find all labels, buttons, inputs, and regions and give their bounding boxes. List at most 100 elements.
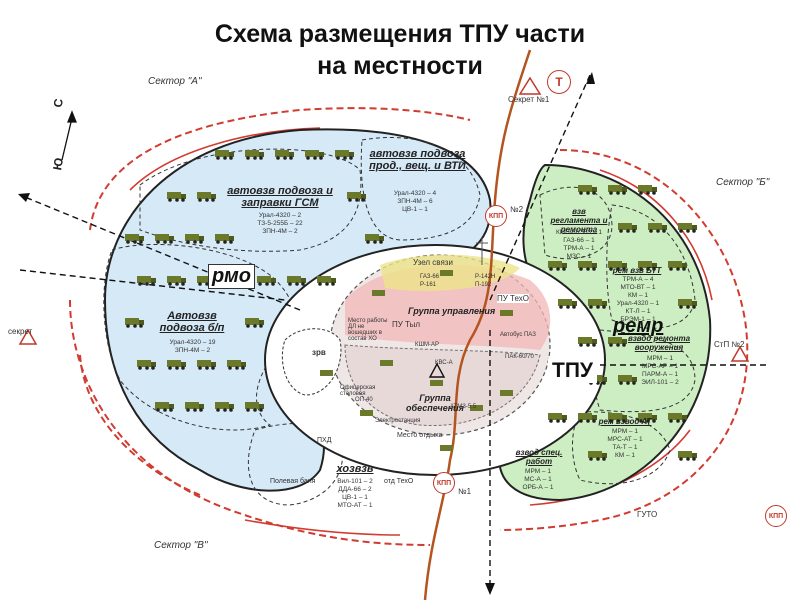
zrv-zone — [281, 328, 342, 396]
remr-label: ремр — [613, 315, 664, 337]
gsm-title: автовзв подвоза и заправки ГСМ — [227, 185, 333, 209]
kpp-badge-south: КПП — [433, 472, 455, 494]
pu-tyl-label: ПУ Тыл — [392, 320, 421, 329]
truck-icon — [245, 318, 264, 328]
compass-arrow-icon — [61, 110, 77, 161]
btt-list-item: КТ-Л – 1 — [625, 308, 651, 315]
truck-icon — [185, 402, 204, 412]
arrowhead-ne-icon — [586, 72, 595, 84]
btt-list-item: Урал-4320 – 1 — [616, 300, 660, 307]
spec-list-item: МС-А – 1 — [524, 476, 552, 483]
sector-b-label: Сектор "Б" — [716, 177, 770, 188]
truck-icon — [167, 192, 186, 202]
center-vehicle-label: КШМ-АР — [415, 342, 439, 348]
oficerskaya-label: Офицерская столовая — [340, 385, 376, 397]
truck-icon — [668, 413, 687, 423]
btt-list-item: КМ – 1 — [627, 292, 649, 299]
truck-icon — [215, 402, 234, 412]
kpp2-number: №2 — [510, 205, 524, 214]
btt-title: рем взв БТТ — [612, 266, 662, 275]
gsm-list-item: ЗПН-4М – 2 — [262, 228, 298, 235]
obespechenie-label: Группа обеспечения — [406, 393, 464, 413]
bp-list-item: ЗПН-4М – 2 — [174, 347, 211, 354]
center-vehicle-label: ПАК-60/70 — [505, 354, 534, 360]
khoz-title: хозвзв — [336, 463, 374, 475]
truck-icon — [500, 310, 513, 316]
svyaz-label: Узел связи — [413, 258, 453, 267]
truck-icon — [215, 234, 234, 244]
outer-perimeter — [69, 107, 749, 546]
truck-icon — [578, 185, 597, 195]
truck-icon — [588, 451, 607, 461]
arrowhead-s-icon — [485, 583, 495, 595]
rmo-label: рмо — [208, 264, 255, 289]
center-vehicle-label: ОП-40 — [355, 397, 373, 403]
khoz-zone-border — [247, 422, 344, 506]
center-vehicle-label: Электростанция — [375, 418, 421, 424]
truck-icon — [548, 413, 567, 423]
truck-icon — [257, 276, 276, 286]
btt-zone-border — [606, 204, 696, 329]
btt-list-item: ТРМ-А – 4 — [622, 276, 654, 283]
triangle-sign-icon — [18, 76, 750, 362]
truck-icon — [430, 380, 443, 386]
truck-icon — [678, 299, 697, 309]
truck-icon — [440, 445, 453, 451]
triangle-sign-center-icon — [428, 362, 446, 378]
at-list-item: КМ – 1 — [614, 452, 636, 459]
truck-icon — [678, 451, 697, 461]
btt-list-item: БРЭМ-1 – 1 — [620, 316, 656, 323]
khoz-list-item: МТО-АТ – 1 — [337, 502, 373, 509]
pkhd-label: ПХД — [317, 437, 332, 444]
t-sign-icon: Т — [547, 70, 571, 94]
truck-icon — [578, 261, 597, 271]
khoz-list-item: ДДА-66 – 2 — [338, 486, 372, 493]
stp2-label: СтП №2 — [714, 340, 745, 349]
truck-icon — [167, 360, 186, 370]
truck-icon — [137, 276, 156, 286]
truck-icon — [668, 261, 687, 271]
truck-icon — [197, 360, 216, 370]
ptkh-label: отд ТехО — [384, 478, 414, 485]
truck-icon — [648, 223, 667, 233]
at-list-item: МРМ – 1 — [612, 428, 638, 435]
center-vehicle-label: АТМЗ-5,5 — [450, 404, 477, 410]
reglament-list-item: ГАЗ-66 – 1 — [563, 237, 595, 244]
center-vehicle-label: КВС-А — [435, 360, 453, 366]
truck-icon — [275, 150, 294, 160]
truck-icon — [678, 223, 697, 233]
truck-icon — [335, 150, 354, 160]
truck-icon — [558, 299, 577, 309]
truck-icon — [167, 276, 186, 286]
truck-icon — [618, 375, 637, 385]
truck-icon — [638, 413, 657, 423]
mesto-otdykha-label: Место отдыха — [397, 432, 443, 439]
reglament-list-item: МЗС – 1 — [566, 253, 592, 260]
page-title-line2: на местности — [317, 52, 483, 80]
sector-v-label: Сектор "В" — [154, 540, 208, 551]
vti-list-item: ЦВ-1 – 1 — [402, 206, 428, 213]
truck-icon — [317, 276, 336, 286]
reglament-list-item: КМП-86Э63 – 1 — [555, 229, 602, 236]
at-zone-border — [572, 411, 671, 485]
truck-icon — [215, 150, 234, 160]
center-vehicle-label: Р-142Н — [475, 274, 496, 280]
sector-a-label: Сектор "А" — [148, 76, 202, 87]
center-vehicle-label: Автобус ПАЗ — [500, 332, 536, 338]
truck-icon — [185, 234, 204, 244]
truck-icon — [380, 360, 393, 366]
truck-icon — [125, 318, 144, 328]
reglament-title: взв регламента и ремонта — [550, 207, 608, 234]
bp-zone-border — [103, 243, 296, 431]
reglament-zone-border — [539, 186, 613, 260]
truck-icon — [578, 413, 597, 423]
truck-icon — [440, 270, 453, 276]
truck-icon — [320, 370, 333, 376]
spec-title: взвод спец. работ — [515, 448, 563, 466]
